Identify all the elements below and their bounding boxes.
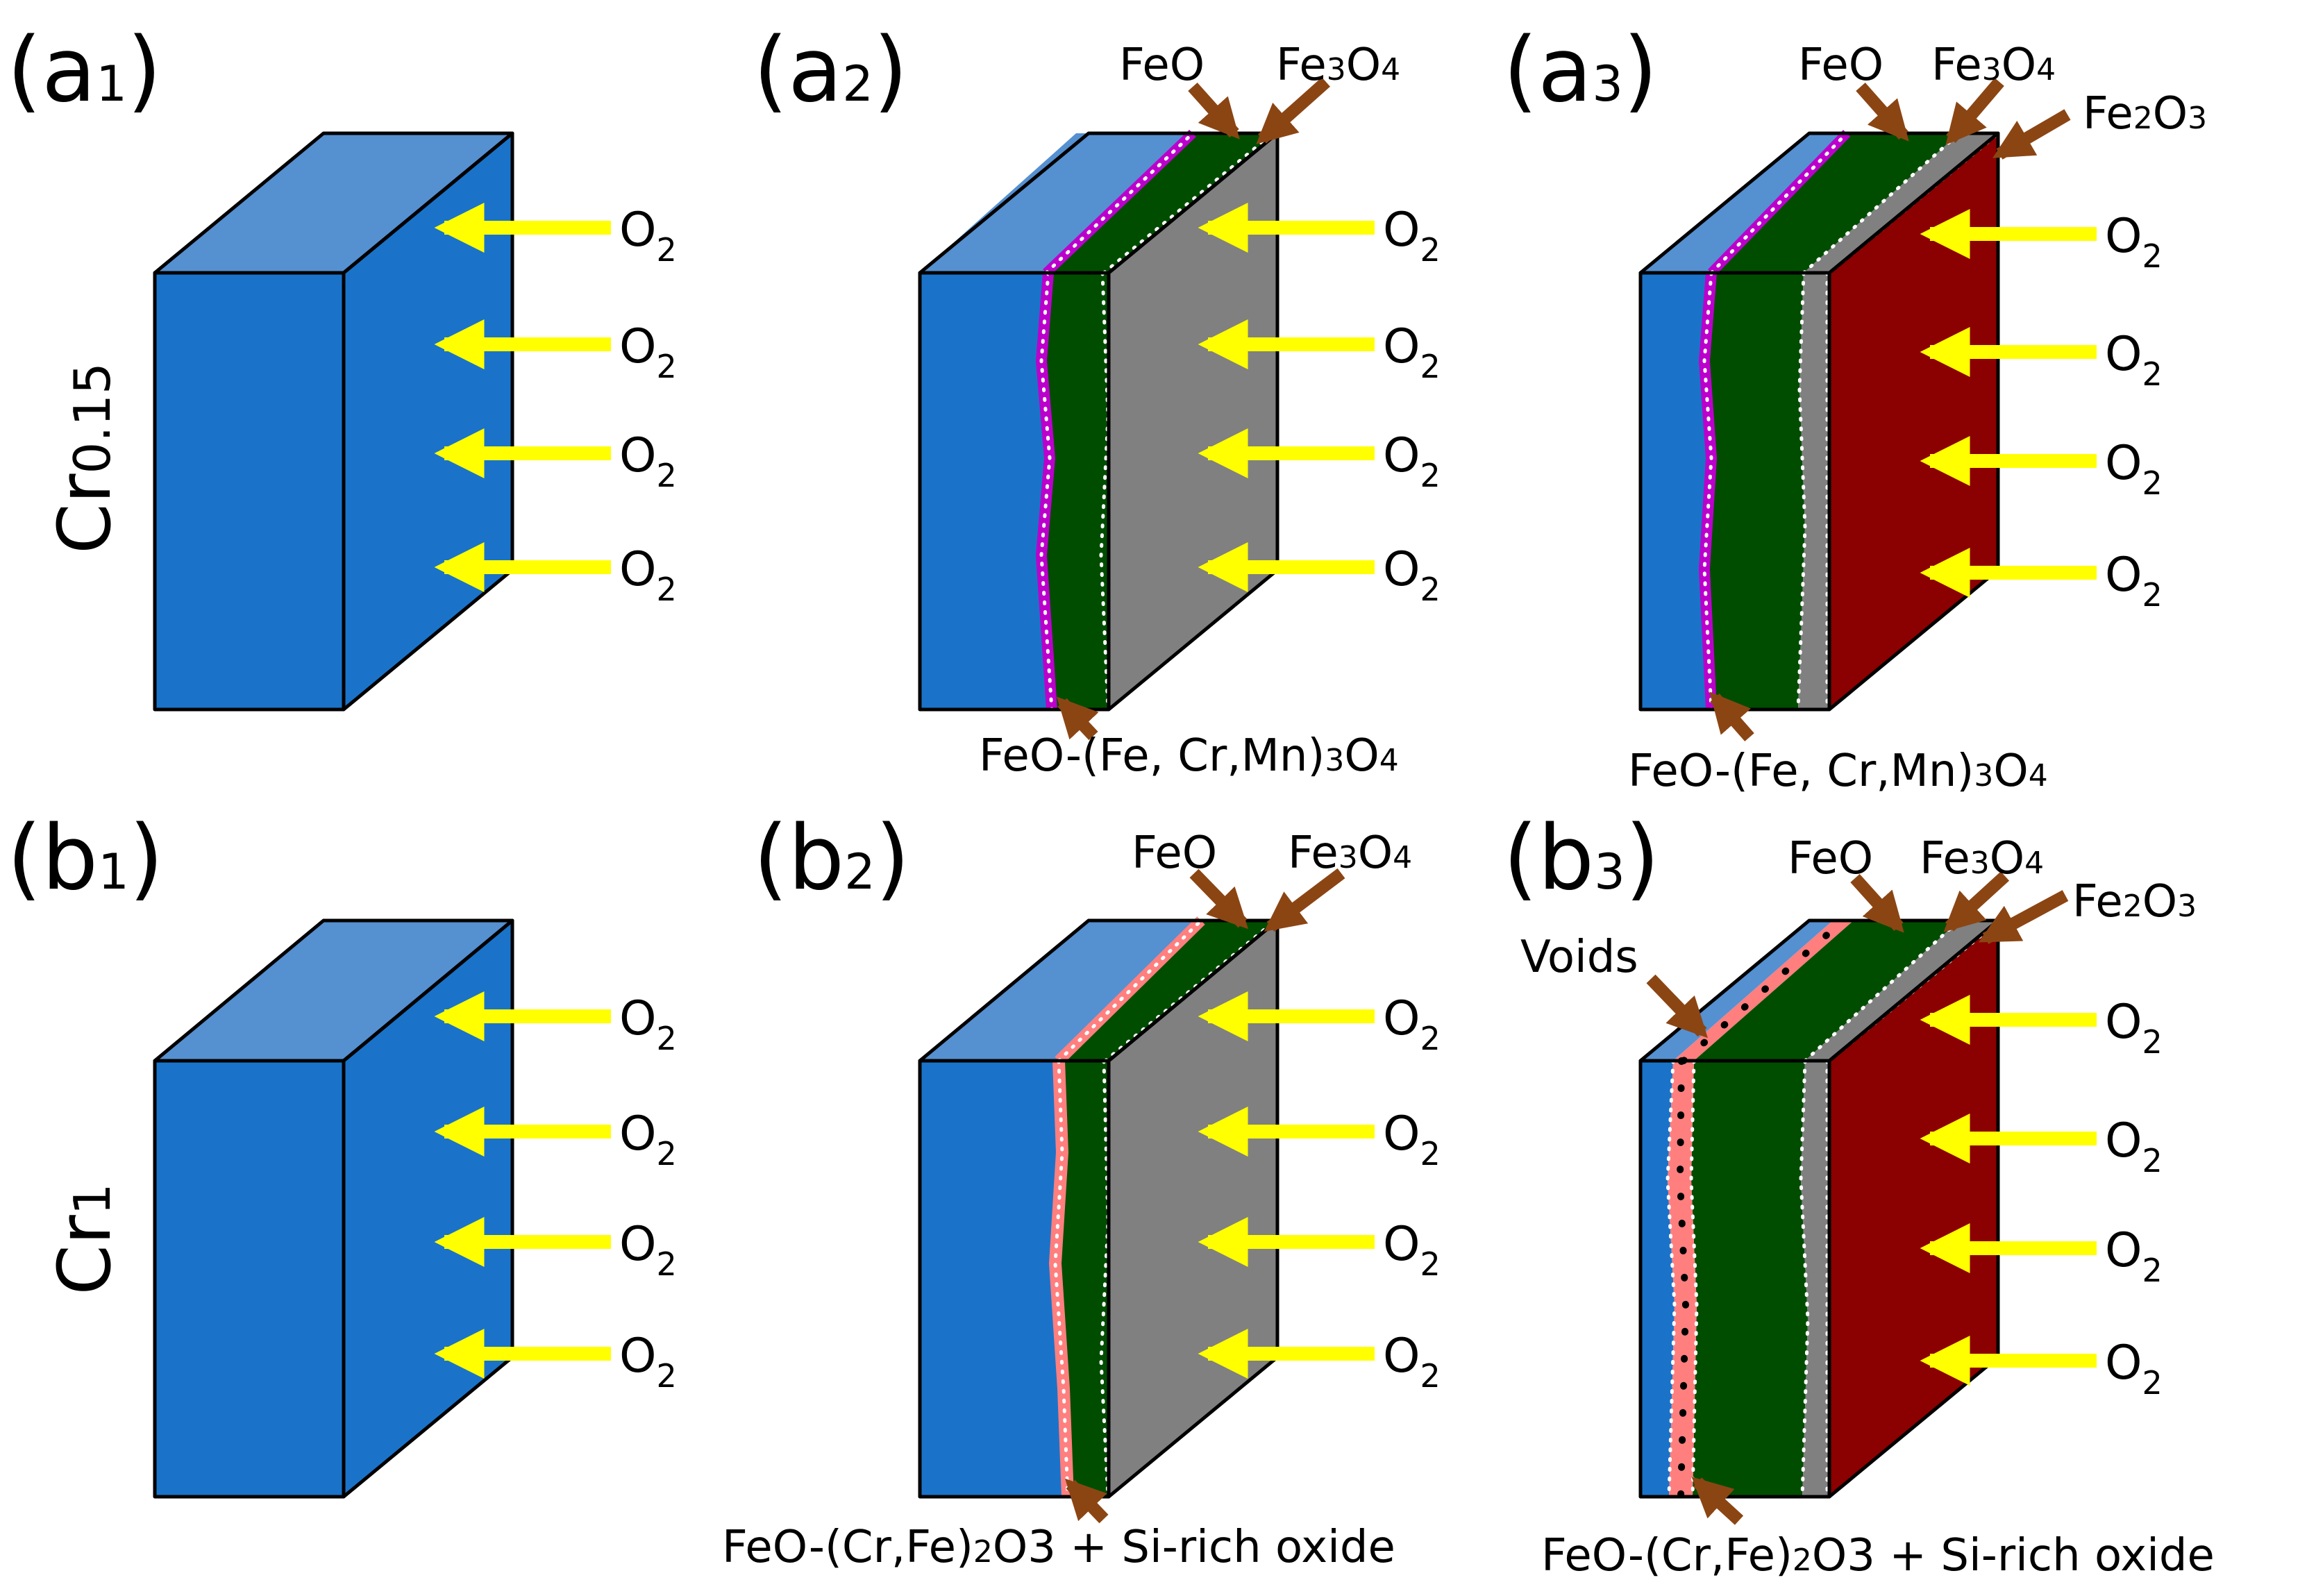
substrate-top-face xyxy=(155,921,512,1061)
label-si-rich-oxide: FeO-(Cr,Fe)2O3 + Si-rich oxide xyxy=(1541,1530,2215,1581)
o2-arrows xyxy=(434,203,2097,1386)
o2-label: O2 xyxy=(1383,1107,1441,1173)
label-fe3o4: Fe3O4 xyxy=(1276,40,1400,91)
o2-label: O2 xyxy=(1383,428,1441,494)
o2-label: O2 xyxy=(1383,203,1441,269)
feo-layer xyxy=(1704,273,1805,709)
o2-label: O2 xyxy=(2105,1336,2163,1402)
o2-label: O2 xyxy=(619,319,677,385)
label-fe3o4: Fe3O4 xyxy=(1920,833,2044,884)
feo-layer xyxy=(1041,273,1109,709)
label-feo: FeO xyxy=(1788,833,1873,884)
o2-label: O2 xyxy=(1383,1329,1441,1395)
panel-label-a2: (a2) xyxy=(753,19,908,122)
o2-label: O2 xyxy=(2105,1223,2163,1289)
label-fe2o3: Fe2O3 xyxy=(2083,88,2207,140)
panel-label-b2: (b2) xyxy=(753,807,910,910)
o2-label: O2 xyxy=(619,203,677,269)
label-voids: Voids xyxy=(1520,932,1638,983)
panel-label-a1: (a1) xyxy=(7,19,162,122)
o2-label: O2 xyxy=(619,1107,677,1173)
panel-a1 xyxy=(153,131,514,712)
substrate-front-face xyxy=(155,1061,344,1497)
o2-label: O2 xyxy=(1383,1217,1441,1283)
o2-label: O2 xyxy=(619,1217,677,1283)
panel-a3 xyxy=(1638,130,2000,712)
row-label-cr015: Cr0.15 xyxy=(42,362,127,554)
label-fe3o4: Fe3O4 xyxy=(1288,828,1412,879)
fe3o4-layer xyxy=(1801,1061,1829,1497)
substrate-front-face xyxy=(1640,1061,1675,1497)
substrate-top-face xyxy=(155,133,512,273)
o2-label: O2 xyxy=(2105,209,2163,275)
panel-label-a3: (a3) xyxy=(1503,19,1658,122)
o2-label: O2 xyxy=(2105,1114,2163,1179)
o2-label: O2 xyxy=(619,542,677,608)
o2-label: O2 xyxy=(2105,548,2163,614)
substrate-front-face xyxy=(920,273,1052,709)
row-label-cr1: Cr1 xyxy=(42,1183,127,1295)
label-feo: FeO xyxy=(1132,828,1217,879)
o2-label: O2 xyxy=(2105,327,2163,393)
o2-label: O2 xyxy=(1383,319,1441,385)
label-feo: FeO xyxy=(1798,40,1883,91)
panel-label-b1: (b1) xyxy=(7,807,164,910)
label-feo: FeO xyxy=(1119,40,1205,91)
label-spinel: FeO-(Fe, Cr,Mn)3O4 xyxy=(1628,746,2048,797)
panel-b3 xyxy=(1638,917,2000,1500)
panel-label-b3: (b3) xyxy=(1503,807,1660,910)
o2-label: O2 xyxy=(2105,436,2163,502)
o2-label: O2 xyxy=(2105,995,2163,1061)
label-fe2o3: Fe2O3 xyxy=(2072,876,2197,927)
substrate-front-face xyxy=(1640,273,1711,709)
label-si-rich-oxide: FeO-(Cr,Fe)2O3 + Si-rich oxide xyxy=(722,1522,1395,1573)
substrate-front-face xyxy=(155,273,344,709)
feo-top-band xyxy=(1046,133,1277,273)
panel-b1 xyxy=(153,918,514,1499)
o2-label: O2 xyxy=(619,428,677,494)
panel-a2 xyxy=(918,129,1279,712)
label-fe3o4: Fe3O4 xyxy=(1931,40,2056,91)
substrate-front-face xyxy=(920,1061,1068,1497)
o2-label: O2 xyxy=(619,1329,677,1395)
panel-b2 xyxy=(918,916,1279,1499)
o2-label: O2 xyxy=(619,991,677,1057)
fe3o4-layer xyxy=(1798,273,1829,709)
label-spinel: FeO-(Fe, Cr,Mn)3O4 xyxy=(979,730,1399,782)
feo-layer xyxy=(1691,1061,1808,1497)
o2-label: O2 xyxy=(1383,991,1441,1057)
o2-labels: O2 O2 O2 O2 O2 O2 O2 O2 O2 O2 O2 O2 O2 O… xyxy=(619,203,2163,1402)
o2-label: O2 xyxy=(1383,542,1441,608)
pointer-arrows xyxy=(1057,77,2071,1525)
